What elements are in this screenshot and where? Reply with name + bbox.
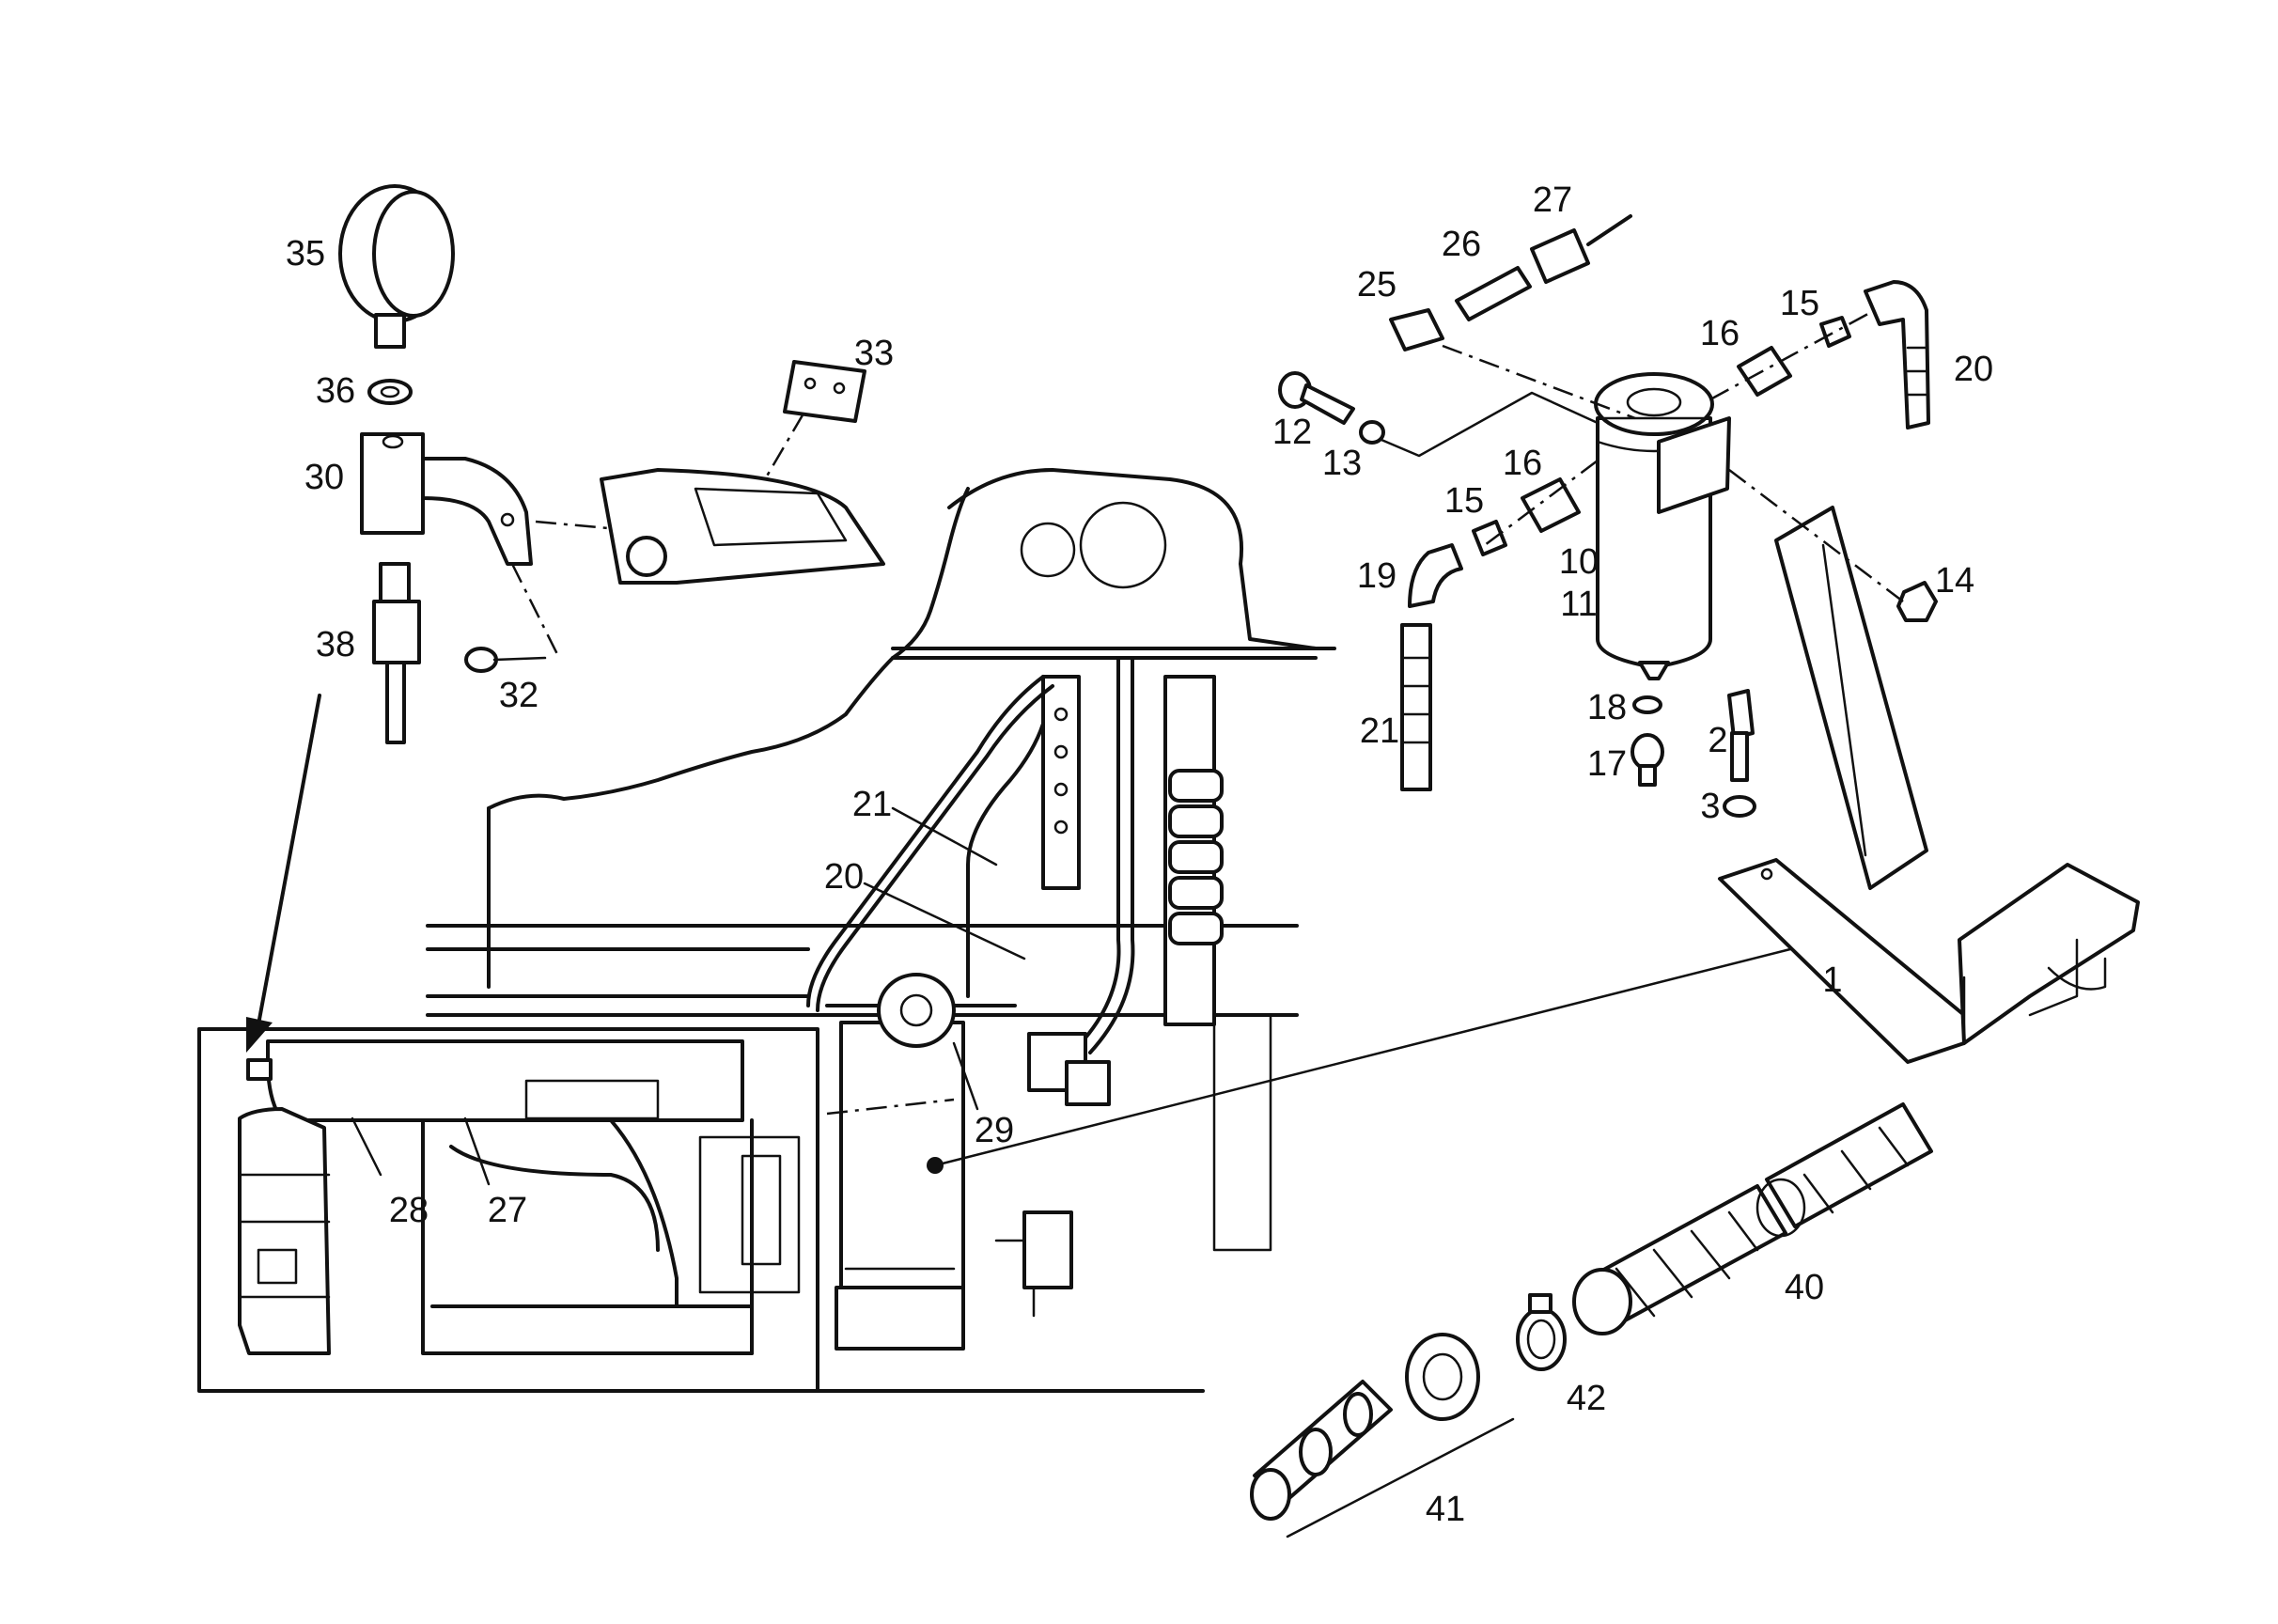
pressure-gauge [338,184,455,349]
fitting-16-left [1521,477,1581,533]
callout-16-right: 16 [1700,314,1740,353]
callout-15-left: 15 [1444,481,1484,521]
callout-42: 42 [1567,1379,1606,1418]
hose-nut-41 [1405,1333,1480,1421]
fuel-pump [825,973,1017,1048]
hose-20-right [1864,280,1930,429]
filter-bracket [1718,506,2140,1064]
callout-29: 29 [975,1111,1014,1150]
callout-36: 36 [316,371,355,411]
callout-27-tank: 27 [488,1191,527,1230]
drain-plug [1630,695,1664,787]
pressure-switch [372,562,421,744]
fitting-27 [1530,214,1632,284]
callout-10: 10 [1559,542,1599,582]
callout-15-right: 15 [1780,284,1819,323]
callout-33: 33 [854,334,894,373]
fuel-filter-bowl [1594,372,1714,680]
callout-13: 13 [1322,444,1362,483]
callout-14: 14 [1935,561,1974,601]
callout-19: 19 [1357,556,1396,596]
callout-27-top: 27 [1533,180,1572,220]
callout-17: 17 [1587,744,1627,784]
fitting-15-left [1472,520,1507,556]
gauge-plate [783,360,866,423]
callout-38: 38 [316,625,355,664]
filter-bolt [1278,371,1385,445]
callout-1: 1 [1822,960,1842,1000]
callout-20-center: 20 [824,857,864,897]
mounting-screw [464,647,547,673]
tractor-rear [197,468,1336,1393]
fitting-15-right [1819,316,1851,348]
callout-20-right: 20 [1954,350,1993,389]
callout-11: 11 [1560,585,1597,624]
fitting-16-right [1737,346,1792,397]
callout-41: 41 [1426,1490,1465,1529]
hose-barb-41 [1250,1380,1393,1521]
callout-40: 40 [1785,1268,1824,1307]
callout-labels: 1 2 3 10 11 12 13 14 15 15 16 16 17 18 1… [286,180,1993,1529]
bracket-nut [1896,581,1938,622]
hose-21-left [1400,623,1432,791]
gauge-washer [367,379,413,405]
callout-28: 28 [389,1191,429,1230]
hose-40 [1572,1102,1933,1335]
callout-18: 18 [1587,688,1627,727]
filter-mount-plate [1657,416,1731,514]
fitting-26 [1455,266,1532,321]
callout-3: 3 [1700,787,1720,826]
gauge-block [360,432,533,566]
callout-25: 25 [1357,265,1396,304]
callout-32: 32 [499,676,538,715]
callout-26: 26 [1442,225,1481,264]
elbow-19 [1408,543,1463,608]
bracket-bolt [1723,689,1756,818]
callout-35: 35 [286,234,325,273]
callout-30: 30 [304,458,344,497]
callout-21-left: 21 [1360,711,1399,751]
callout-21-center: 21 [852,785,892,824]
callout-2: 2 [1708,721,1727,760]
callout-16-left: 16 [1503,444,1542,483]
fitting-elbow-25 [1389,308,1444,351]
hose-clamp-42 [1516,1293,1567,1371]
callout-12: 12 [1272,413,1312,452]
frame-bracket [600,468,885,585]
